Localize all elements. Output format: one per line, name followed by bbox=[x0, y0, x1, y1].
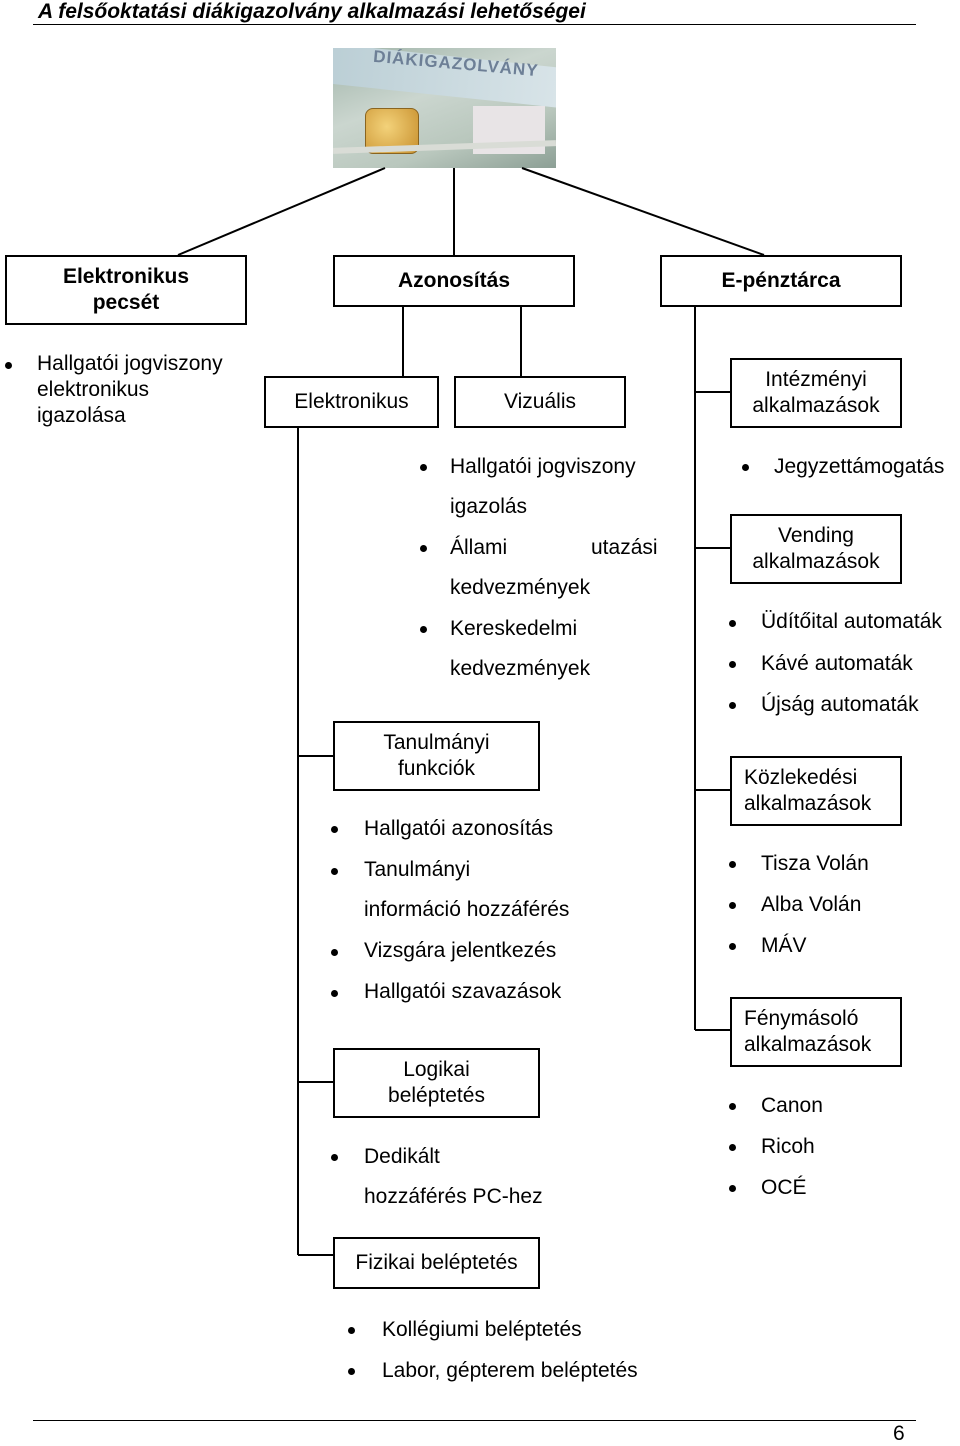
logikai-beleptetes-label: Logikai beléptetés bbox=[388, 1058, 485, 1107]
elektronikus-pecset-label: Elektronikus pecsét bbox=[62, 265, 190, 314]
tanulmanyi-funkciok-label: Tanulmányi funkciók bbox=[383, 731, 490, 780]
bullet bbox=[420, 626, 427, 633]
bullet bbox=[729, 943, 736, 950]
bullet bbox=[729, 620, 736, 627]
fenymasolo-alkalmazasok-box: Fénymásoló alkalmazások bbox=[730, 997, 902, 1067]
tanulmanyi-item-2-line2: információ hozzáférés bbox=[364, 898, 570, 921]
elektronikus-label: Elektronikus bbox=[294, 390, 409, 413]
header-rule bbox=[33, 24, 916, 25]
e-penztarca-label: E-pénztárca bbox=[721, 269, 841, 292]
bullet bbox=[331, 826, 338, 833]
page-title: A felsőoktatási diákigazolvány alkalmazá… bbox=[38, 0, 586, 23]
logikai-item-line2: hozzáférés PC-hez bbox=[364, 1185, 543, 1208]
tanulmanyi-funkciok-box: Tanulmányi funkciók bbox=[333, 721, 540, 791]
kozlekedesi-item-2: Alba Volán bbox=[761, 893, 862, 916]
vizualis-item-1-line1: Hallgatói jogviszony bbox=[450, 455, 636, 478]
fenymasolo-item-2: Ricoh bbox=[761, 1135, 815, 1158]
student-card-image: DIÁKIGAZOLVÁNY bbox=[333, 48, 556, 168]
tanulmanyi-item-3: Vizsgára jelentkezés bbox=[364, 939, 557, 962]
logikai-item-line1: Dedikált bbox=[364, 1145, 440, 1168]
vending-item-2: Kávé automaták bbox=[761, 652, 913, 675]
vizualis-label: Vizuális bbox=[504, 390, 576, 413]
vizualis-item-2-line1a: Állami bbox=[450, 536, 508, 559]
bullet bbox=[348, 1368, 355, 1375]
bullet bbox=[729, 902, 736, 909]
vizualis-box: Vizuális bbox=[454, 376, 626, 428]
tanulmanyi-item-2-line1: Tanulmányi bbox=[364, 858, 471, 881]
azonositas-box: Azonosítás bbox=[333, 255, 575, 307]
vending-item-3: Újság automaták bbox=[761, 693, 919, 716]
bullet bbox=[348, 1327, 355, 1334]
intezmenyi-item-1: Jegyzettámogatás bbox=[774, 455, 945, 478]
tanulmanyi-item-4: Hallgatói szavazások bbox=[364, 980, 562, 1003]
bullet bbox=[729, 1185, 736, 1192]
pecset-bullet-text: Hallgatói jogviszony elektronikus igazol… bbox=[37, 352, 223, 427]
vending-alkalmazasok-label: Vending alkalmazások bbox=[752, 524, 880, 573]
vending-alkalmazasok-box: Vending alkalmazások bbox=[730, 514, 902, 584]
fenymasolo-alkalmazasok-label: Fénymásoló alkalmazások bbox=[744, 1007, 872, 1056]
kozlekedesi-item-1: Tisza Volán bbox=[761, 852, 869, 875]
vizualis-item-2-line2: kedvezmények bbox=[450, 576, 591, 599]
bullet bbox=[331, 1154, 338, 1161]
bullet bbox=[331, 868, 338, 875]
e-penztarca-box: E-pénztárca bbox=[660, 255, 902, 307]
kozlekedesi-item-3: MÁV bbox=[761, 934, 807, 957]
bullet bbox=[331, 990, 338, 997]
bullet bbox=[729, 1144, 736, 1151]
page-number: 6 bbox=[893, 1422, 905, 1445]
bullet bbox=[420, 545, 427, 552]
vending-item-1: Üdítőital automaták bbox=[761, 610, 942, 633]
vizualis-item-3-line2: kedvezmények bbox=[450, 657, 591, 680]
azonositas-label: Azonosítás bbox=[397, 269, 510, 292]
fizikai-beleptetes-box: Fizikai beléptetés bbox=[333, 1237, 540, 1289]
bullet bbox=[5, 362, 12, 369]
elektronikus-pecset-box: Elektronikus pecsét bbox=[5, 255, 247, 325]
vizualis-item-2-line1b: utazási bbox=[591, 536, 658, 559]
bullet bbox=[729, 1103, 736, 1110]
kozlekedesi-alkalmazasok-box: Közlekedési alkalmazások bbox=[730, 756, 902, 826]
vizualis-item-1-line2: igazolás bbox=[450, 495, 528, 518]
bullet bbox=[742, 464, 749, 471]
fenymasolo-item-3: OCÉ bbox=[761, 1176, 807, 1199]
intezmenyi-alkalmazasok-box: Intézményi alkalmazások bbox=[730, 358, 902, 428]
fizikai-item-2: Labor, gépterem beléptetés bbox=[382, 1359, 638, 1382]
vizualis-item-3-line1: Kereskedelmi bbox=[450, 617, 578, 640]
intezmenyi-alkalmazasok-label: Intézményi alkalmazások bbox=[752, 368, 880, 417]
bullet bbox=[331, 949, 338, 956]
fizikai-item-1: Kollégiumi beléptetés bbox=[382, 1318, 582, 1341]
fizikai-beleptetes-label: Fizikai beléptetés bbox=[355, 1251, 518, 1274]
logikai-beleptetes-box: Logikai beléptetés bbox=[333, 1048, 540, 1118]
bullet bbox=[729, 702, 736, 709]
fenymasolo-item-1: Canon bbox=[761, 1094, 823, 1117]
kozlekedesi-alkalmazasok-label: Közlekedési alkalmazások bbox=[744, 766, 872, 815]
bullet bbox=[729, 861, 736, 868]
bullet bbox=[729, 661, 736, 668]
elektronikus-box: Elektronikus bbox=[264, 376, 439, 428]
footer-rule bbox=[33, 1420, 916, 1421]
bullet bbox=[420, 464, 427, 471]
tanulmanyi-item-1: Hallgatói azonosítás bbox=[364, 817, 554, 840]
